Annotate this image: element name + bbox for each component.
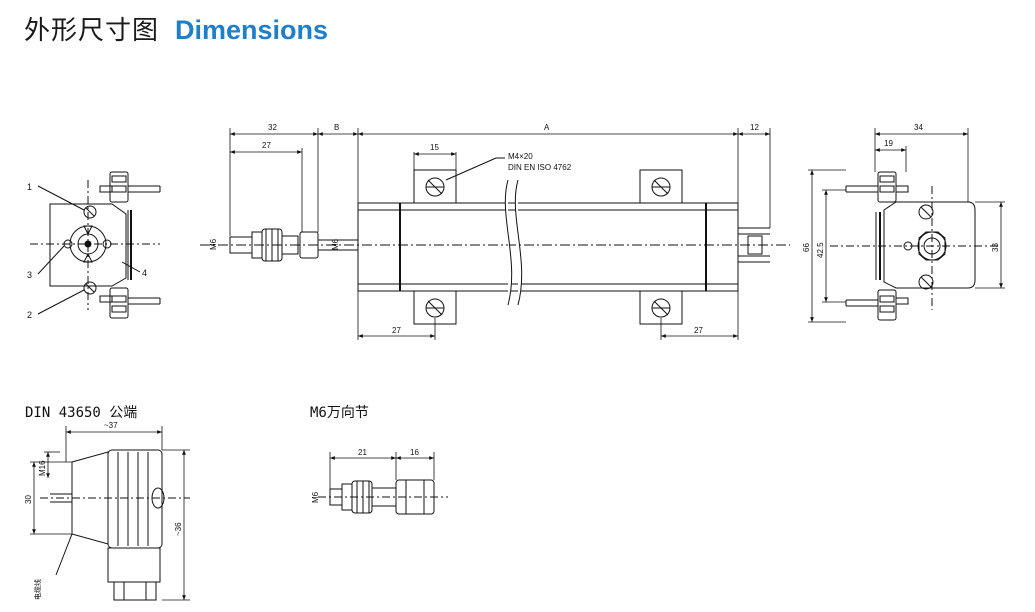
right-dimension-lines — [808, 128, 1005, 323]
wire-label: 电缆线 — [33, 579, 42, 600]
dim-34: 34 — [914, 123, 923, 132]
dim-m6-rod: M6 — [209, 238, 218, 250]
thread-note-1: M4×20 — [508, 152, 533, 161]
main-side-view — [200, 157, 790, 325]
dim-21: 21 — [358, 448, 367, 457]
dim-37: ~37 — [104, 421, 118, 430]
dim-42-5: 42.5 — [816, 242, 825, 258]
right-end-view — [830, 171, 1000, 321]
callout-4: 4 — [142, 268, 147, 278]
dim-36: ~36 — [174, 522, 183, 536]
dim-33: 33 — [991, 243, 1000, 252]
dim-m6-joint: M6 — [311, 491, 320, 503]
joint-dimension-lines — [329, 452, 435, 489]
thread-note-2: DIN EN ISO 4762 — [508, 163, 572, 172]
dim-27-top: 27 — [262, 141, 271, 150]
dim-66: 66 — [802, 243, 811, 252]
title-chinese: 外形尺寸图 — [24, 16, 160, 46]
connector-drawing — [40, 449, 190, 601]
dim-m6-shaft: M6 — [331, 238, 340, 250]
dim-30: 30 — [24, 495, 33, 504]
callout-1: 1 — [27, 182, 32, 192]
main-dimension-lines — [229, 128, 771, 340]
dim-16: 16 — [410, 448, 419, 457]
dim-b: B — [334, 123, 339, 132]
callout-2: 2 — [27, 310, 32, 320]
joint-drawing — [318, 479, 448, 515]
dim-27-bottom-left: 27 — [392, 326, 401, 335]
dim-12: 12 — [750, 123, 759, 132]
callout-3: 3 — [27, 270, 32, 280]
dim-a: A — [544, 123, 550, 132]
dim-19: 19 — [884, 139, 893, 148]
page-title: 外形尺寸图 Dimensions — [24, 10, 328, 47]
dim-32: 32 — [268, 123, 277, 132]
dim-15: 15 — [430, 143, 439, 152]
title-english: Dimensions — [175, 15, 329, 45]
left-end-view — [30, 171, 161, 319]
connector-title: DIN 43650 公端 — [25, 405, 138, 421]
dim-27-bottom-right: 27 — [694, 326, 703, 335]
joint-title: M6万向节 — [310, 405, 369, 421]
connector-dimension-lines — [30, 426, 190, 601]
dim-m16: M16 — [38, 460, 47, 476]
